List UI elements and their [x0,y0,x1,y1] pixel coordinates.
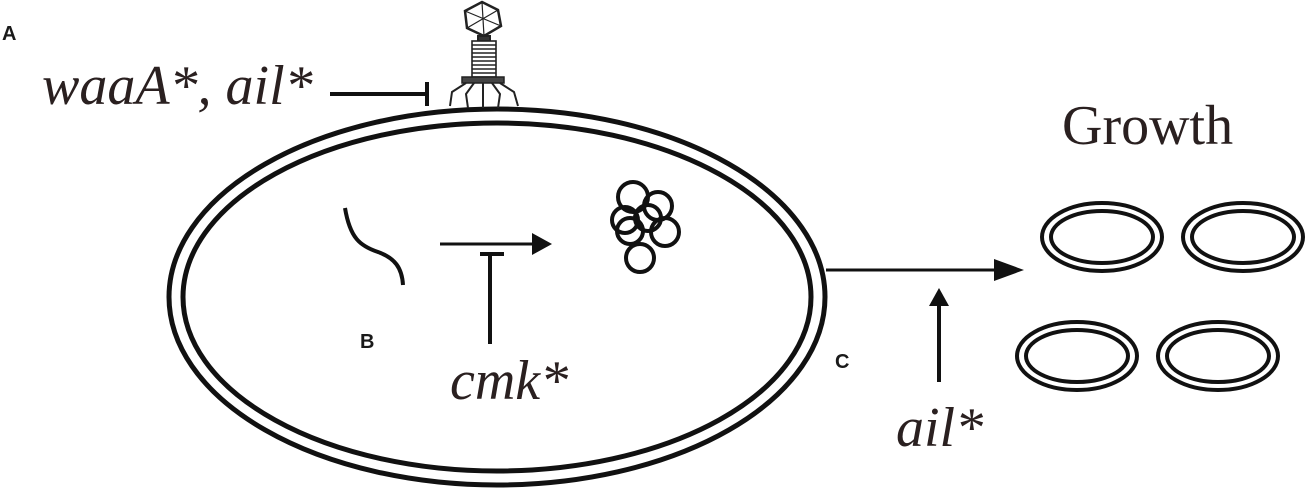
progeny-phage-cluster-icon [610,180,681,274]
gene-label-waaA-ail: waaA*, ail* [42,55,313,117]
cell-outer-membrane [166,106,828,488]
phage-dna-icon [343,207,405,286]
cell-inner-membrane [180,120,814,474]
panel-label-a: A [2,23,16,45]
replication-inhibitor [480,252,504,344]
growth-label: Growth [1062,95,1233,157]
daughter-cell-icon [1040,201,1164,273]
growth-arrow [826,259,1024,281]
daughter-cell-icon [1181,201,1305,273]
gene-label-ail: ail* [896,397,983,459]
daughter-cells [1015,201,1305,392]
gene-label-cmk: cmk* [450,350,568,412]
growth-promoter-arrow [929,288,949,382]
replication-arrow [440,233,552,255]
panel-label-b: B [360,331,374,353]
daughter-cell-icon [1015,320,1139,392]
bacterial-cell [166,106,828,488]
bacteriophage-icon [449,0,519,109]
daughter-cell-icon [1156,320,1280,392]
phage-adsorption-inhibitor [330,82,429,106]
panel-label-c: C [835,351,849,373]
